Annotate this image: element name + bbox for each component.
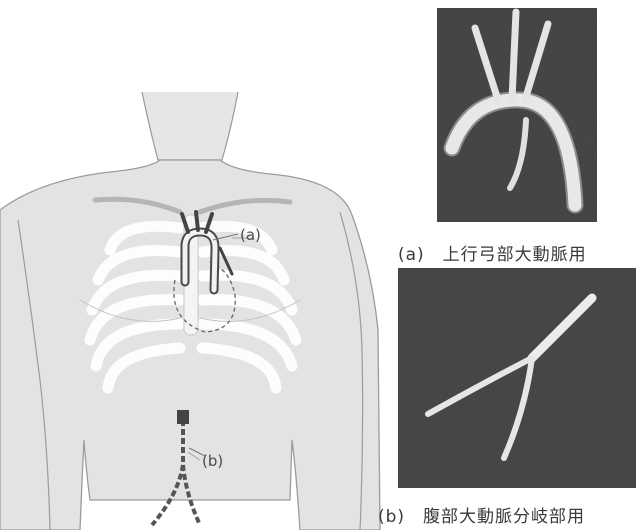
torso-illustration [0, 92, 380, 530]
photo-b-bifurcation-graft [398, 268, 636, 488]
caption-b: (b) 腹部大動脈分岐部用 [378, 502, 585, 527]
label-b: (b) [202, 452, 223, 470]
caption-a: (a) 上行弓部大動脈用 [398, 240, 587, 265]
photo-a-arch-graft [437, 8, 597, 222]
label-a: (a) [240, 226, 261, 244]
